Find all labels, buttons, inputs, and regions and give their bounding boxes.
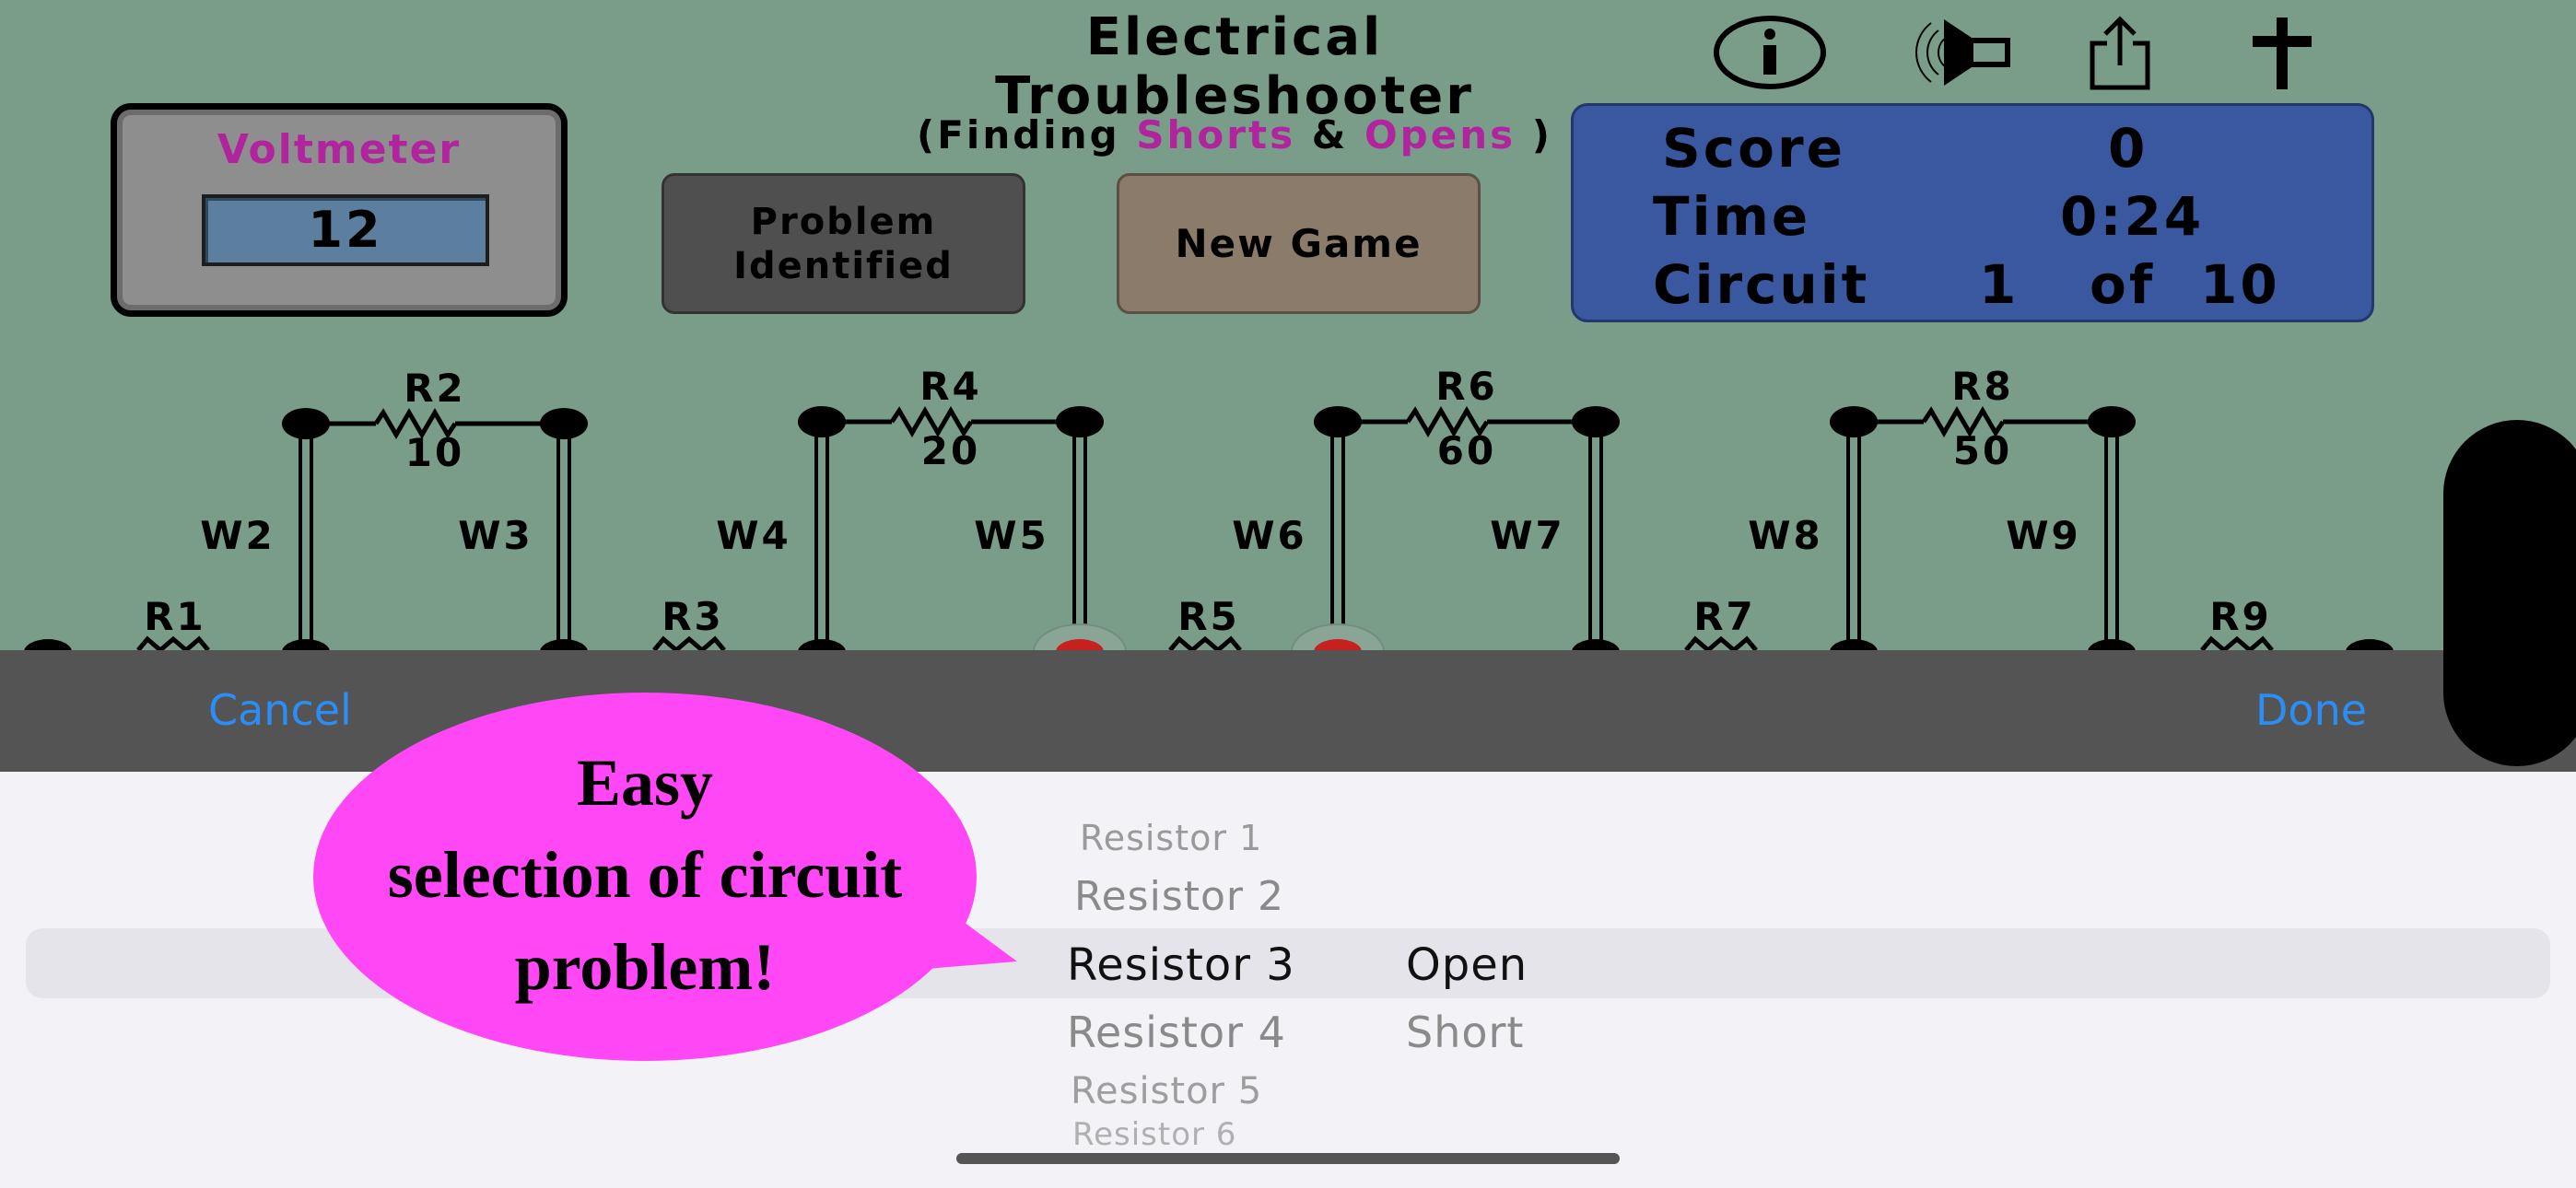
circuit-total: 10 [2200,253,2280,316]
share-icon[interactable] [2078,11,2161,94]
circuit-diagram: R2 10 R4 20 R6 60 R8 50 R1 R3 R5 R7 R9 W… [24,364,2394,654]
time-label: Time [1653,185,1811,248]
picker-item[interactable]: Resistor 1 [1080,818,1263,858]
subtitle-amp: & [1311,112,1349,157]
circuit-current: 1 [1979,253,2020,316]
new-game-label: New Game [1175,221,1423,266]
resistor-name-r2: R2 [404,366,466,411]
score-panel: Score 0 Time 0:24 Circuit 1 of 10 [1571,103,2374,322]
picker-item-clip: Resistor 6 [1072,1116,1236,1147]
resistor-name-r9: R9 [2209,594,2272,639]
resistor-value-r2: 10 [405,430,464,475]
subtitle-shorts: Shorts [1136,112,1296,157]
voltmeter-reading: 12 [202,194,489,266]
wire-label-w9: W9 [2006,513,2081,558]
title-line-2: Troubleshooter [995,66,1474,126]
problem-identified-label: Problem Identified [733,200,954,287]
resistor-name-r3: R3 [662,594,724,639]
resistor-value-r8: 50 [1953,428,2012,473]
wire-label-w2: W2 [200,513,275,558]
done-button[interactable]: Done [2255,685,2368,735]
subtitle-close: ) [1531,112,1552,157]
resistor-name-r4: R4 [919,364,982,409]
voltmeter-label: Voltmeter [217,126,462,173]
callout-line-1: Easy [576,746,714,820]
circuit-of: of [2090,253,2156,316]
picker-item[interactable]: Resistor 5 [1071,1070,1263,1112]
subtitle: (Finding Shorts & Opens ) [829,112,1640,157]
time-value: 0:24 [2060,185,2205,248]
callout-bubble [313,693,977,1061]
wire-label-w8: W8 [1748,513,1823,558]
picker-item[interactable]: Resistor 4 [1067,1007,1286,1057]
resistor-name-r8: R8 [1951,364,2014,409]
circuit-label: Circuit [1653,253,1870,316]
resistor-name-r1: R1 [144,594,206,639]
fault-item-selected[interactable]: Open [1406,939,1528,991]
resistor-name-r7: R7 [1693,594,1756,639]
problem-identified-button[interactable]: Problem Identified [662,173,1025,314]
info-icon[interactable] [1710,11,1830,94]
fault-item[interactable]: Short [1406,1007,1525,1057]
new-game-button[interactable]: New Game [1117,173,1481,314]
wire-label-w3: W3 [458,513,533,558]
resistor-value-r6: 60 [1437,428,1496,473]
score-label: Score [1662,117,1845,180]
wire-label-w5: W5 [974,513,1049,558]
wire-label-w6: W6 [1232,513,1307,558]
voltmeter-panel: Voltmeter 12 [111,103,568,317]
wire-label-w7: W7 [1490,513,1565,558]
resistor-name-r6: R6 [1435,364,1498,409]
cross-icon[interactable] [2241,11,2324,94]
side-handle[interactable] [2443,420,2576,766]
picker-item[interactable]: Resistor 2 [1074,873,1284,920]
callout-text: Easy selection of circuit problem! [313,737,977,1013]
picker-item[interactable]: Resistor 6 [1072,1116,1237,1147]
subtitle-open: (Finding [917,112,1120,157]
callout-line-3: problem! [514,930,776,1004]
speaker-icon[interactable] [1887,11,2016,94]
home-indicator[interactable] [956,1153,1620,1164]
callout-line-2: selection of circuit [387,838,903,912]
subtitle-opens: Opens [1364,112,1516,157]
cancel-button[interactable]: Cancel [208,685,352,735]
score-value: 0 [2108,117,2149,180]
picker-item-selected[interactable]: Resistor 3 [1067,939,1295,991]
title-line-1: Electrical [1085,7,1384,67]
resistor-value-r4: 20 [921,428,980,473]
resistor-name-r5: R5 [1177,594,1240,639]
wire-label-w4: W4 [716,513,791,558]
